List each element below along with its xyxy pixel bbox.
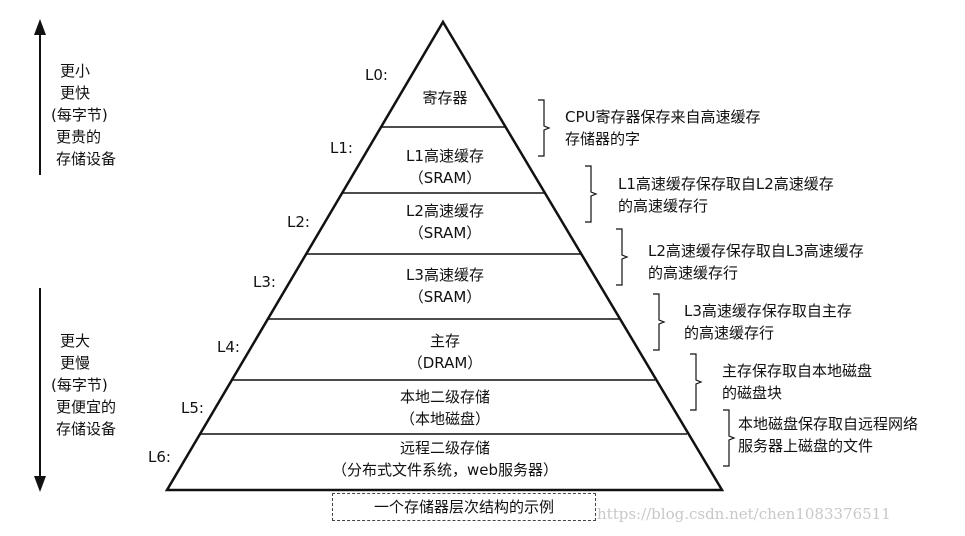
note: L3高速缓存保存取自主存的高速缓存行 <box>684 300 852 344</box>
note-line: L1高速缓存保存取自L2高速缓存 <box>618 175 834 193</box>
level-label: L5: <box>181 399 204 417</box>
level-label: L3: <box>253 273 276 291</box>
level-label: L6: <box>148 448 171 466</box>
note-line: L3高速缓存保存取自主存 <box>684 302 852 320</box>
level-sub: （SRAM） <box>408 224 482 242</box>
level-title: 远程二级存储 <box>399 439 490 457</box>
level-label: L0: <box>365 66 388 84</box>
note-line: CPU寄存器保存来自高速缓存 <box>565 108 761 126</box>
level-name: L1高速缓存 （SRAM） <box>406 145 484 189</box>
level-label: L1: <box>330 139 353 157</box>
level-sub: （DRAM） <box>407 354 483 372</box>
note-line: 存储器的字 <box>565 130 641 148</box>
note-line: 的磁盘块 <box>722 384 783 402</box>
level-title: 本地二级存储 <box>399 388 491 406</box>
watermark: https://blog.csdn.net/chen1083376511 <box>597 505 891 523</box>
pyramid-outline <box>164 19 725 492</box>
level-name: 寄存器 <box>422 89 468 107</box>
note: CPU寄存器保存来自高速缓存存储器的字 <box>565 106 761 150</box>
level-label: L2: <box>287 213 310 231</box>
note: 主存保存取自本地磁盘的磁盘块 <box>722 360 872 404</box>
level-sub: （分布式文件系统，web服务器） <box>331 461 559 479</box>
text-line: 存储设备 <box>56 150 117 168</box>
note: L2高速缓存保存取自L3高速缓存的高速缓存行 <box>648 240 864 284</box>
note: 本地磁盘保存取自远程网络服务器上磁盘的文件 <box>738 413 918 457</box>
level-label: L4: <box>217 338 240 356</box>
level-title: L2高速缓存 <box>406 202 484 220</box>
text-line: 更大 <box>60 332 91 350</box>
level-title: 主存 <box>429 332 461 350</box>
text-line: 更小 <box>60 62 91 80</box>
note-line: 主存保存取自本地磁盘 <box>722 362 873 380</box>
text-line: 更慢 <box>60 354 91 372</box>
level-title: L3高速缓存 <box>406 266 484 284</box>
level-name: 主存 （DRAM） <box>408 330 483 374</box>
faster-side-text: 更小 更快 (每字节) 更贵的 存储设备 <box>51 60 117 170</box>
diagram-caption: 一个存储器层次结构的示例 <box>332 493 596 521</box>
level-name: L3高速缓存 （SRAM） <box>406 264 484 308</box>
level-title: L1高速缓存 <box>406 147 484 165</box>
note-line: 的高速缓存行 <box>684 324 775 342</box>
level-name: 本地二级存储 （本地磁盘） <box>400 386 490 430</box>
text-line: (每字节) <box>51 376 108 394</box>
slower-side-text: 更大 更慢 (每字节) 更便宜的 存储设备 <box>51 330 117 440</box>
note-line: 本地磁盘保存取自远程网络 <box>738 415 919 433</box>
text-line: (每字节) <box>51 106 108 124</box>
note: L1高速缓存保存取自L2高速缓存的高速缓存行 <box>618 173 834 217</box>
note-line: 的高速缓存行 <box>618 197 709 215</box>
note-line: 的高速缓存行 <box>648 264 739 282</box>
text-line: 更便宜的 <box>56 398 117 416</box>
level-sub: （本地磁盘） <box>399 410 491 428</box>
level-dividers <box>200 126 687 435</box>
text-line: 更快 <box>60 84 91 102</box>
level-name: 远程二级存储 （分布式文件系统，web服务器） <box>332 437 558 481</box>
level-sub: （SRAM） <box>408 288 482 306</box>
note-line: L2高速缓存保存取自L3高速缓存 <box>648 242 864 260</box>
text-line: 更贵的 <box>56 128 102 146</box>
text-line: 存储设备 <box>56 420 117 438</box>
level-name: L2高速缓存 （SRAM） <box>406 200 484 244</box>
level-sub: （SRAM） <box>408 169 482 187</box>
note-braces <box>538 99 736 467</box>
note-line: 服务器上磁盘的文件 <box>738 437 874 455</box>
